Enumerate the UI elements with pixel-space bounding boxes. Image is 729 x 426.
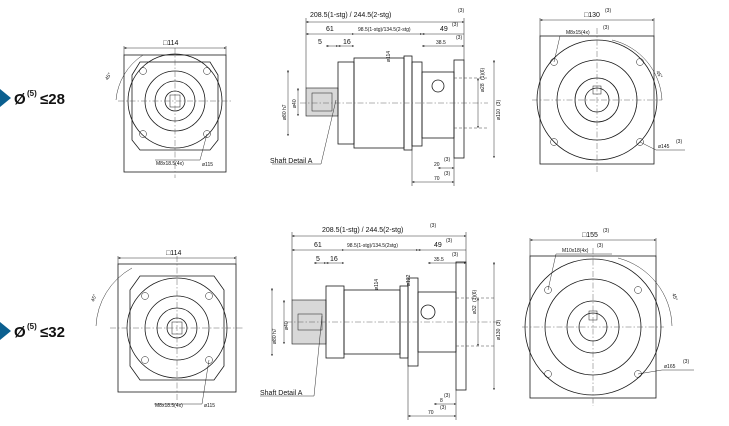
row-2-out-dia: ø130 xyxy=(496,328,502,340)
row-2-tag-sup: (5) xyxy=(27,322,37,331)
row-1-tag-sup: (5) xyxy=(27,89,37,98)
row-2-right-pcd-sup: (3) xyxy=(683,359,689,365)
row-1-left-square-dim: □114 xyxy=(163,40,178,47)
row-2-right-holes-sup: (3) xyxy=(597,243,603,249)
row-1-right-pcd: ø145 xyxy=(658,144,670,150)
row-1-overall-length: 208.5(1-stg) / 244.5(2-stg) xyxy=(310,12,391,19)
row-2-right-angle: 45° xyxy=(670,293,678,302)
play-arrow-icon xyxy=(0,322,11,340)
row-2-dim-35: 35.5 xyxy=(434,257,444,263)
row-1-input-flange-view: □114 45° M8x18.5(4x) ø115 xyxy=(104,40,232,178)
row-1-dim-49-sup: (3) xyxy=(452,22,458,28)
row-2-right-holes: M10x18(4x) xyxy=(562,248,589,254)
row-2-overall-length: 208.5(1-stg) / 244.5(2-stg) xyxy=(322,227,403,234)
row-1-right-holes: M8x15(4x) xyxy=(566,30,590,36)
row-2-flange-dia: ø80 h7 xyxy=(272,328,278,344)
row-1-flange-dia: ø80 h7 xyxy=(282,104,288,120)
row-2-bore-dia: ø32 xyxy=(472,305,478,314)
row-2-left-pcd: ø115 xyxy=(204,403,215,409)
row-1-right-square-sup: (3) xyxy=(605,8,611,14)
row-1-right-holes-sup: (3) xyxy=(603,25,609,31)
play-arrow-icon xyxy=(0,89,11,107)
row-2-dim-8-sup: (3) xyxy=(444,393,450,399)
row-1-shaft-detail: Shaft Detail A xyxy=(270,158,313,165)
row-2-dim-70: 70 xyxy=(428,410,434,416)
row-2-side-view: 208.5(1-stg) / 244.5(2-stg) (3) 61 98.5(… xyxy=(260,223,502,420)
row-1-out-dia: ø110 xyxy=(496,109,502,120)
row-2-dia-122: ø122 xyxy=(406,274,412,286)
row-2-input-flange-view: □114 45° M8x18.5(4x) ø115 xyxy=(90,250,244,409)
row-2-shaft-detail: Shaft Detail A xyxy=(260,390,303,397)
row-2-dia-114: ø114 xyxy=(374,279,380,290)
row-1-dim-38: 38.5 xyxy=(436,40,446,46)
row-2-dim-49: 49 xyxy=(434,242,442,249)
row-1-bore-dia-sup: (1)(6) xyxy=(480,67,486,80)
row-1-right-angle: 45° xyxy=(654,70,663,80)
row-2-dim-35-sup: (3) xyxy=(452,252,458,258)
row-1-bore-dia: ø28 xyxy=(480,83,486,92)
row-1-out-dia-sup: (3) xyxy=(496,100,502,106)
row-1-dim-70-sup: (3) xyxy=(444,171,450,177)
row-2-dim-49-sup: (3) xyxy=(446,238,452,244)
row-2-tag-prefix: Ø xyxy=(14,324,26,341)
row-1-dim-49: 49 xyxy=(440,26,448,33)
row-1-dia-114: ø114 xyxy=(386,51,392,62)
row-1-side-view: 208.5(1-stg) / 244.5(2-stg) (3) 61 98.5(… xyxy=(270,8,502,186)
row-1-right-square: □130 xyxy=(584,12,600,19)
row-2-right-square: □155 xyxy=(582,232,598,239)
row-2-dim-61: 61 xyxy=(314,242,322,249)
row-1-dim-5: 5 xyxy=(318,39,322,46)
row-1-dim-61: 61 xyxy=(326,26,334,33)
row-1-dim-16: 16 xyxy=(343,39,351,46)
row-1-dim-70: 70 xyxy=(434,176,440,182)
row-2-shaft-dia: ø40 xyxy=(284,321,290,330)
row-2-dim-8: 8 xyxy=(440,398,443,404)
row-2-overall-sup: (3) xyxy=(430,223,436,229)
row-2-out-dia-sup: (3) xyxy=(496,320,502,326)
row-1-tag-prefix: Ø xyxy=(14,91,26,108)
row-1-dim-38-sup: (3) xyxy=(456,35,462,41)
row-1-size-tag: Ø (5) ≤28 xyxy=(0,89,65,108)
row-1-left-angle: 45° xyxy=(104,72,113,82)
row-2-output-flange-view: □155 (3) M10x18(4x) (3) 45° ø165 (3) xyxy=(522,228,694,406)
row-1-tag-suffix: ≤28 xyxy=(40,91,65,108)
row-2-tag-suffix: ≤32 xyxy=(40,324,65,341)
row-2-left-angle: 45° xyxy=(90,294,98,303)
row-2-bore-dia-sup: (1)(6) xyxy=(472,289,478,302)
row-2-left-square-dim: □114 xyxy=(166,250,181,257)
row-2-dim-16: 16 xyxy=(330,256,338,263)
row-2-size-tag: Ø (5) ≤32 xyxy=(0,322,65,341)
row-1-dim-20: 20 xyxy=(434,162,440,168)
row-2-right-square-sup: (3) xyxy=(603,228,609,234)
row-2-dim-5: 5 xyxy=(316,256,320,263)
row-1-left-holes: M8x18.5(4x) xyxy=(156,161,184,167)
row-2-right-pcd: ø165 xyxy=(664,364,676,370)
row-1: Ø (5) ≤28 □114 45° xyxy=(0,8,685,186)
row-2-body-length: 98.5(1-stg)/134.5(2stg) xyxy=(347,243,398,249)
row-1-right-pcd-sup: (3) xyxy=(676,139,682,145)
row-1-shaft-dia: ø40 xyxy=(292,99,298,108)
row-2-dim-70-sup: (3) xyxy=(440,405,446,411)
row-1-left-pcd: ø115 xyxy=(202,162,213,168)
row-1-dim-20-sup: (3) xyxy=(444,157,450,163)
row-1-overall-sup: (3) xyxy=(458,8,464,14)
row-2: Ø (5) ≤32 □114 45° xyxy=(0,223,694,420)
row-1-body-length: 98.5(1-stg)/134.5(2-stg) xyxy=(358,27,411,33)
row-1-output-flange-view: □130 (3) M8x15(4x) (3) 45° ø145 (3) xyxy=(532,8,685,172)
row-2-left-holes: M8x18.5(4x) xyxy=(155,403,183,409)
